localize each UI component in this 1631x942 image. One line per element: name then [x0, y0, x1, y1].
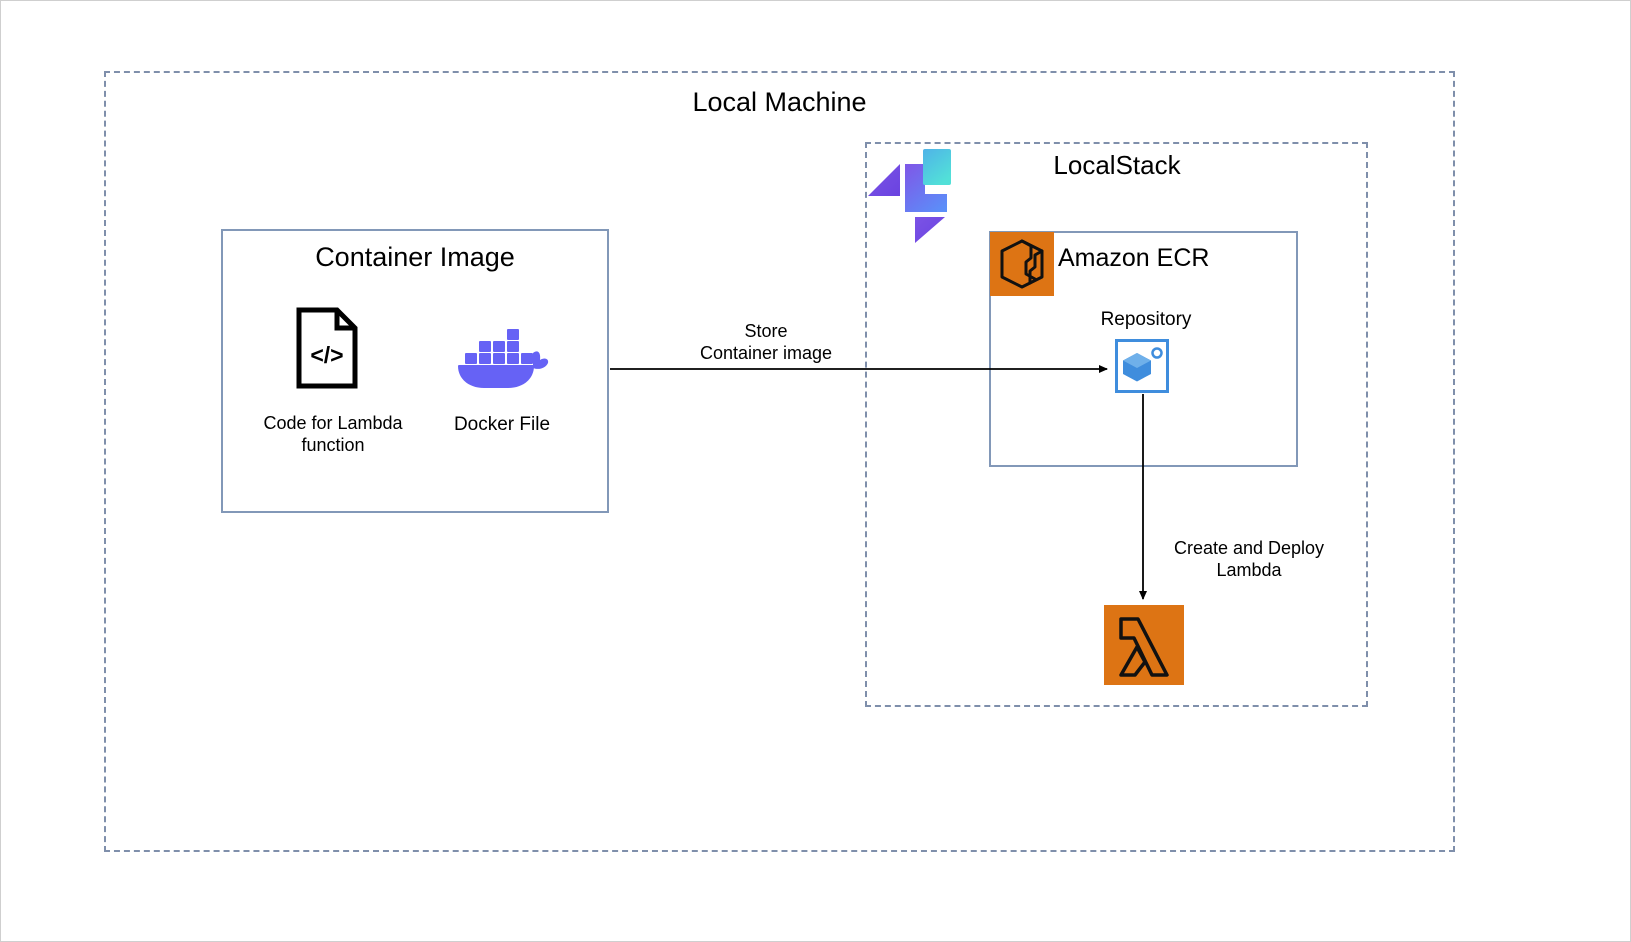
- localstack-label: LocalStack: [1053, 150, 1181, 180]
- ecr-repository-icon: [1115, 339, 1169, 393]
- container-image-title: Container Image: [315, 242, 515, 272]
- local-machine-boundary: [104, 71, 1455, 852]
- amazon-ecr-title: Amazon ECR: [1058, 244, 1210, 272]
- local-machine-label: Local Machine: [692, 87, 867, 117]
- store-container-image-label: Store Container image: [699, 321, 833, 363]
- docker-whale-icon: [453, 323, 549, 389]
- localstack-logo-icon: [867, 148, 951, 243]
- svg-text:</>: </>: [310, 342, 343, 368]
- code-file-icon: </>: [295, 307, 359, 389]
- localstack-boundary: [865, 142, 1368, 707]
- amazon-ecr-service-icon: [990, 232, 1054, 296]
- container-image-group: [221, 229, 609, 513]
- docker-file-label: Docker File: [453, 414, 551, 435]
- code-for-lambda-label: Code for Lambda function: [263, 413, 403, 455]
- aws-lambda-icon: [1104, 605, 1184, 685]
- repository-label: Repository: [1100, 309, 1192, 330]
- create-deploy-lambda-label: Create and Deploy Lambda: [1173, 538, 1325, 580]
